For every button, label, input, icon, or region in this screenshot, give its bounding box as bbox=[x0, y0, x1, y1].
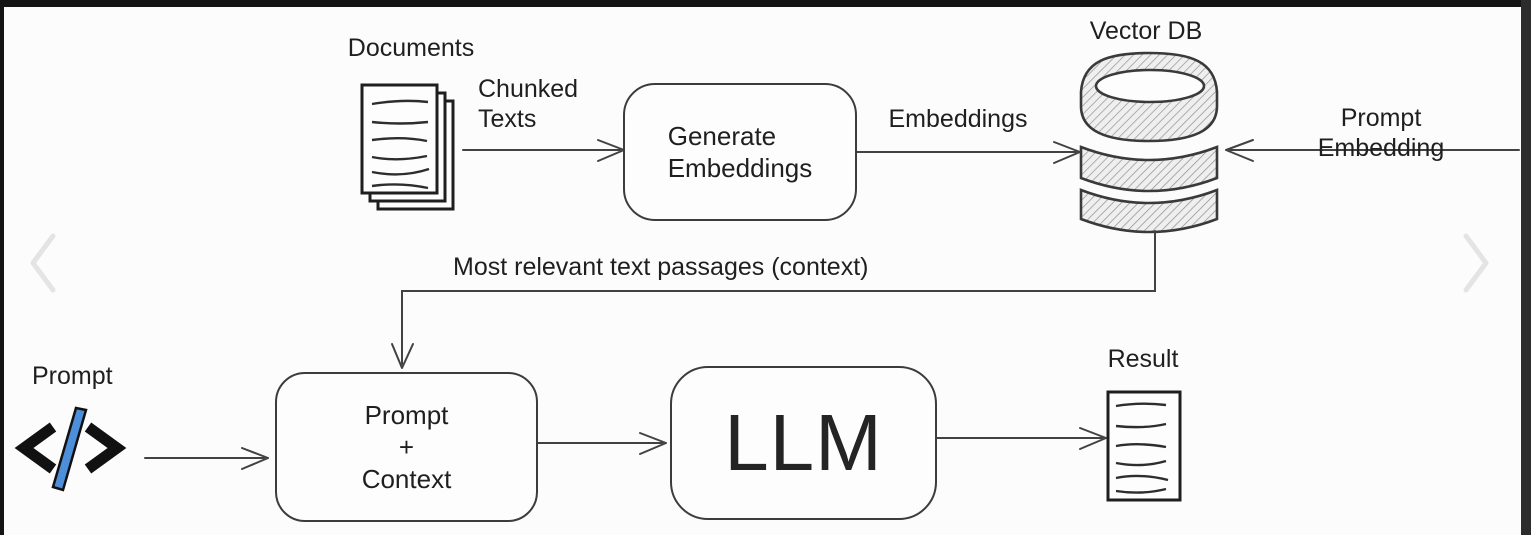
carousel-prev-button[interactable] bbox=[21, 230, 65, 296]
prompt-label: Prompt bbox=[32, 362, 113, 390]
documents-label: Documents bbox=[347, 34, 475, 62]
node-generate-embeddings: Generate Embeddings bbox=[623, 83, 857, 221]
node-prompt-context: Prompt + Context bbox=[275, 372, 538, 522]
node-generate-embeddings-label: Generate Embeddings bbox=[667, 121, 813, 183]
arrow-prompt-embedding bbox=[1225, 139, 1520, 162]
vector-db-label: Vector DB bbox=[1089, 17, 1203, 45]
arrow-prompt-to-box bbox=[144, 447, 269, 470]
chevron-right-icon bbox=[1463, 233, 1489, 293]
stacked-documents-icon bbox=[360, 83, 455, 211]
node-prompt-context-label: Prompt + Context bbox=[361, 400, 452, 494]
connector-context-passages bbox=[391, 230, 1156, 369]
database-cylinder-icon bbox=[1079, 51, 1219, 234]
prompt-embedding-label: Prompt Embedding bbox=[1317, 104, 1445, 162]
context-passages-label: Most relevant text passages (context) bbox=[453, 253, 869, 281]
arrow-embeddings bbox=[856, 141, 1081, 164]
chevron-left-icon bbox=[30, 233, 56, 293]
frame-right-bar bbox=[1521, 0, 1531, 535]
node-llm-label: LLM bbox=[724, 398, 883, 487]
result-document-icon bbox=[1106, 390, 1182, 502]
embeddings-label: Embeddings bbox=[888, 105, 1028, 133]
arrow-chunked-texts bbox=[462, 139, 625, 162]
code-slash-icon bbox=[14, 406, 127, 492]
carousel-next-button[interactable] bbox=[1454, 230, 1498, 296]
result-label: Result bbox=[1107, 345, 1179, 373]
frame-top-bar bbox=[0, 0, 1531, 7]
node-llm: LLM bbox=[670, 366, 937, 520]
arrow-llm-to-result bbox=[934, 427, 1107, 450]
frame-left-bar bbox=[0, 0, 4, 535]
arrow-box-to-llm bbox=[536, 432, 667, 455]
chunked-texts-label: Chunked Texts bbox=[478, 75, 579, 133]
